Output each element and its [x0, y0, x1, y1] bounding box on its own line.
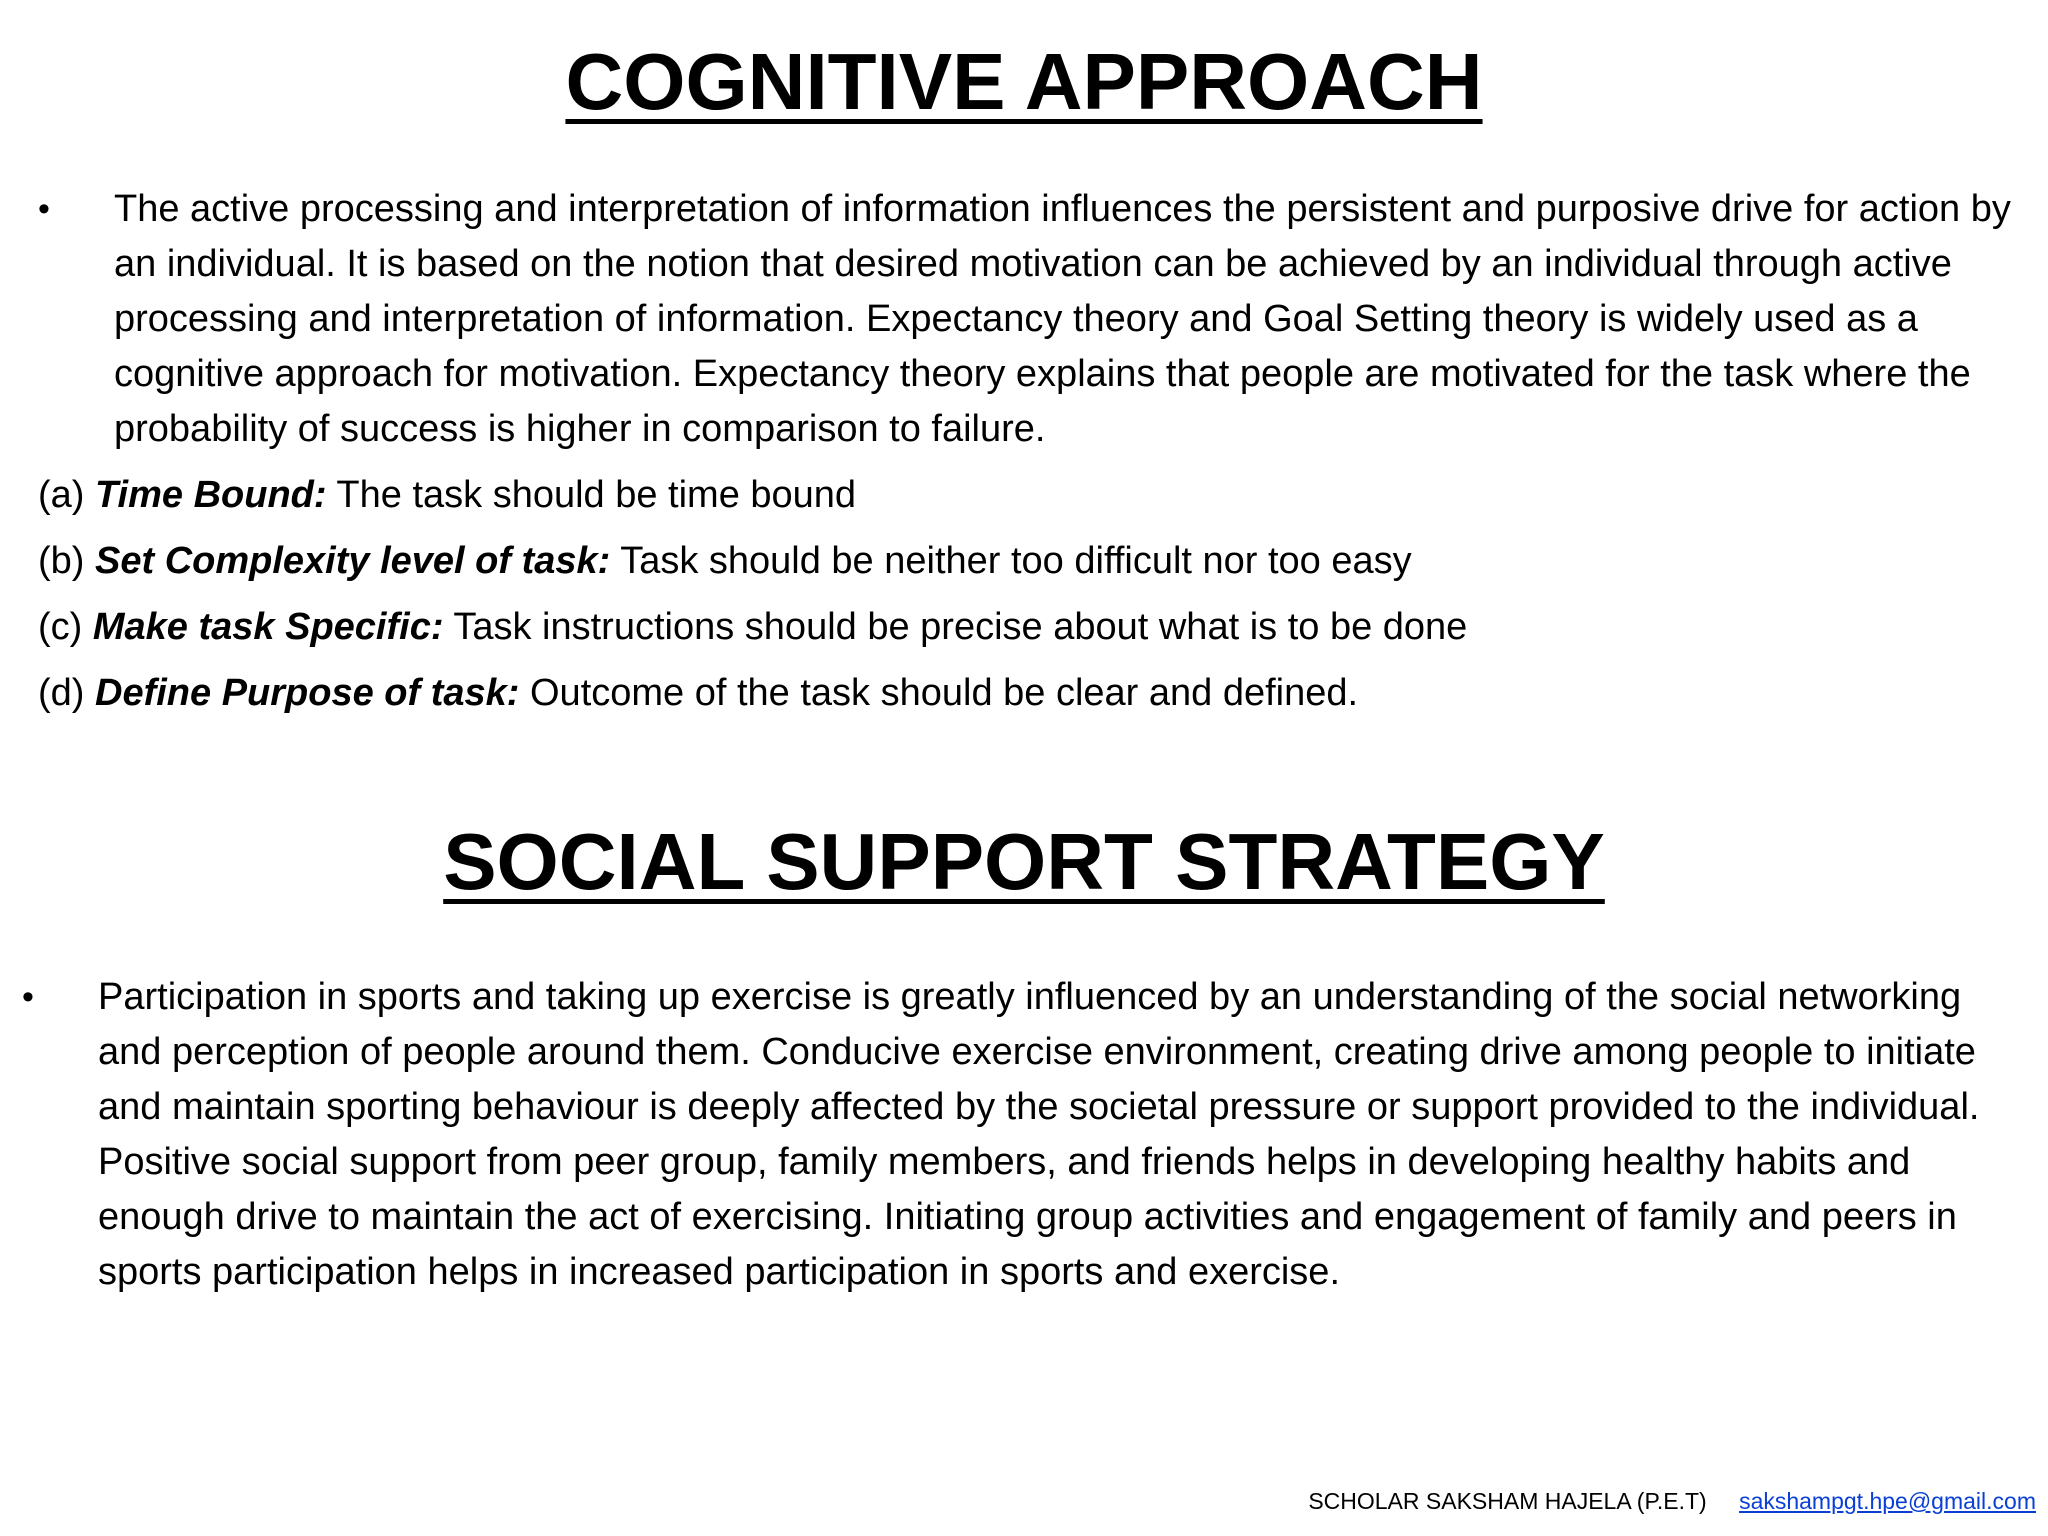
bullet-icon: • [22, 978, 34, 1016]
list-item: (c) Make task Specific: Task instruction… [38, 600, 2018, 666]
list-item: (d) Define Purpose of task: Outcome of t… [38, 666, 2018, 732]
item-marker: (c) [38, 606, 83, 648]
item-marker: (d) [38, 672, 85, 714]
list-item: (b) Set Complexity level of task: Task s… [38, 534, 2018, 600]
section-title-social-support-strategy: SOCIAL SUPPORT STRATEGY [0, 822, 2048, 902]
item-marker: (a) [38, 474, 85, 516]
section-title-text: SOCIAL SUPPORT STRATEGY [443, 817, 1605, 906]
item-term: Make task Specific: [92, 606, 444, 648]
footer-email-link[interactable]: sakshampgt.hpe@gmail.com [1739, 1488, 2036, 1514]
item-term: Set Complexity level of task: [95, 540, 611, 582]
list-item: (a) Time Bound: The task should be time … [38, 468, 2018, 534]
footer: SCHOLAR SAKSHAM HAJELA (P.E.T) sakshampg… [1308, 1488, 2036, 1515]
item-text: Outcome of the task should be clear and … [530, 672, 1359, 714]
item-text: The task should be time bound [336, 474, 857, 516]
social-support-paragraph: Participation in sports and taking up ex… [98, 976, 1980, 1293]
item-text: Task should be neither too difficult nor… [620, 540, 1412, 582]
footer-author: SCHOLAR SAKSHAM HAJELA (P.E.T) [1308, 1488, 1707, 1514]
item-term: Define Purpose of task: [95, 672, 520, 714]
section-title-text: COGNITIVE APPROACH [565, 37, 1483, 126]
item-text: Task instructions should be precise abou… [453, 606, 1468, 648]
section-title-cognitive-approach: COGNITIVE APPROACH [0, 42, 2048, 122]
cognitive-approach-paragraph: The active processing and interpretation… [114, 188, 2011, 450]
item-marker: (b) [38, 540, 85, 582]
task-guidelines-list: (a) Time Bound: The task should be time … [38, 468, 2018, 732]
bullet-icon: • [38, 190, 50, 228]
item-term: Time Bound: [95, 474, 327, 516]
